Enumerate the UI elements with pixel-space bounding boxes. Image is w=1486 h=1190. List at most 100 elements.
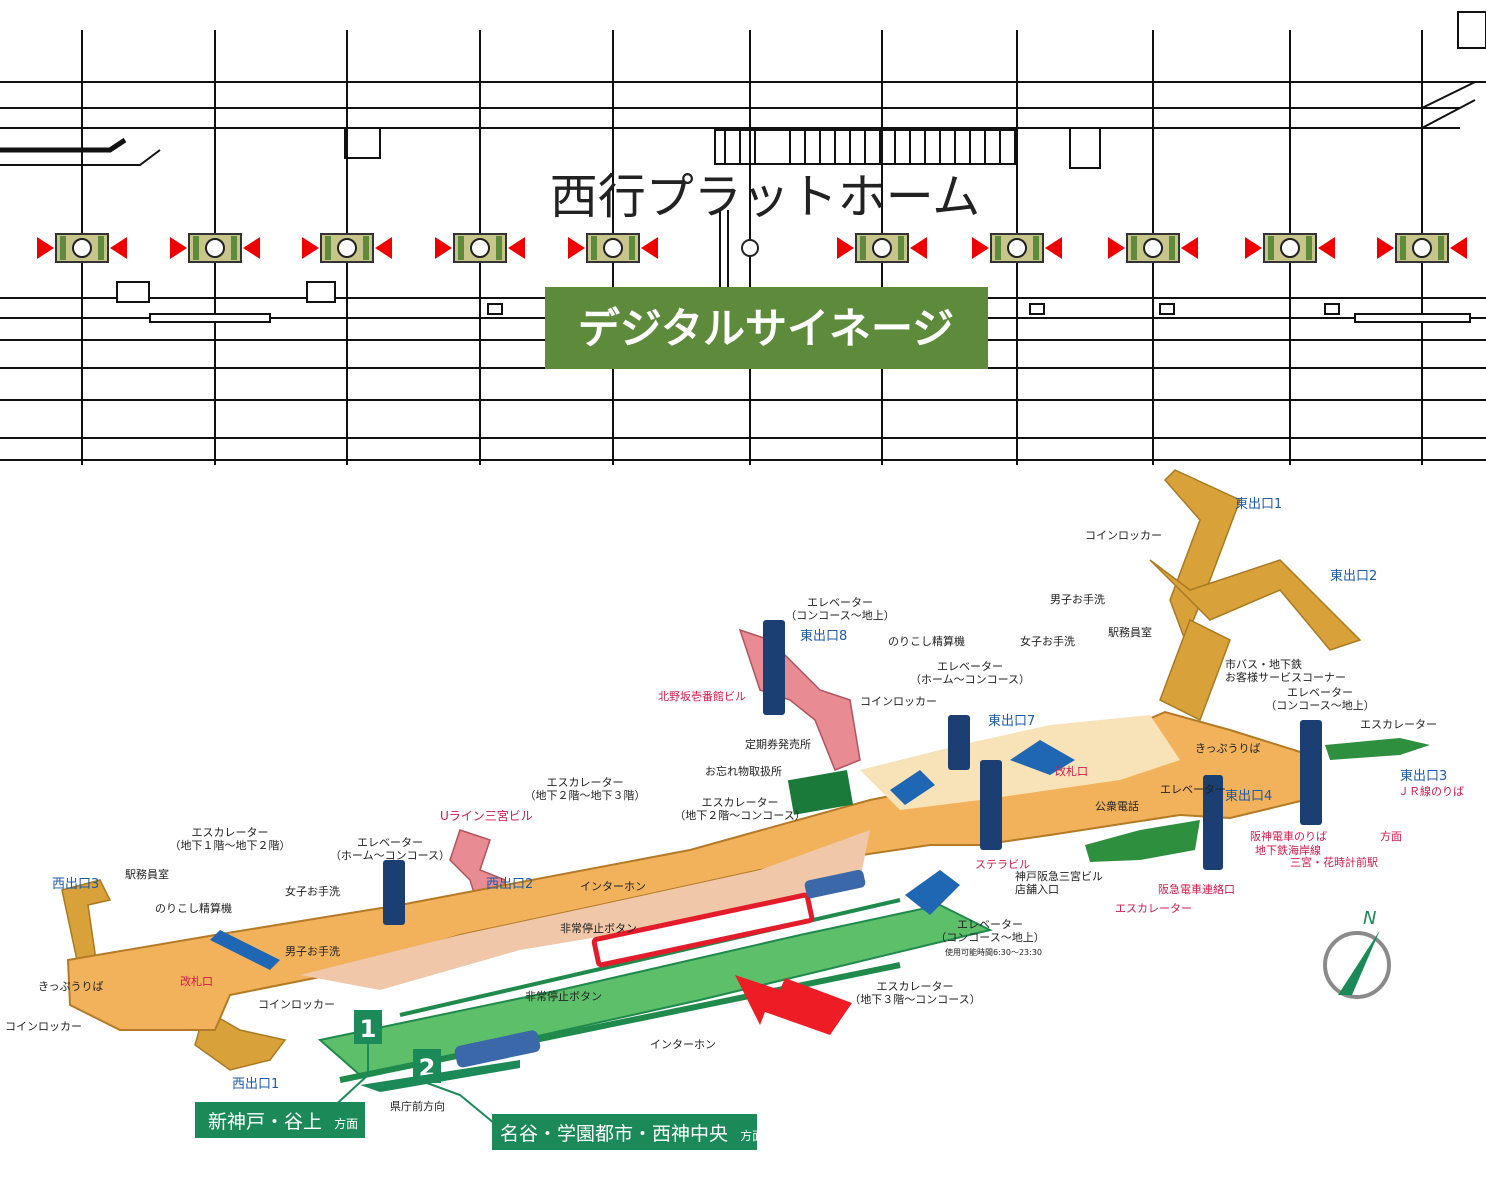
platform-1-marker: 1 — [354, 1010, 382, 1044]
label-tickets-e: きっぷうりば — [1195, 742, 1261, 755]
exit-east-7-label: 東出口7 — [988, 713, 1035, 729]
elevator-c — [980, 760, 1002, 850]
digital-signage-marker — [1377, 233, 1467, 263]
label-office-e: 駅務員室 — [1108, 625, 1152, 639]
label-men-e: 男子お手洗 — [1050, 592, 1105, 606]
label-locker-w: コインロッカー — [5, 1020, 82, 1033]
signage-label: デジタルサイネージ — [578, 304, 954, 353]
label-esc-e: エスカレーター — [1360, 718, 1437, 731]
digital-signage-marker — [1108, 233, 1198, 263]
signage-label-box — [545, 287, 988, 369]
elevator-n — [763, 620, 785, 715]
label-phone: 公衆電話 — [1095, 799, 1139, 813]
label-esc-b1-b2: エスカレーター（地下１階〜地下２階） — [170, 826, 291, 852]
platform-2-direction: 名谷・学園都市・西神中央 — [500, 1123, 728, 1145]
label-esc-b2-conc: エスカレーター（地下２階〜コンコース） — [674, 796, 805, 822]
label-elev-n: エレベーター（コンコース〜地上） — [785, 596, 894, 622]
label-jr: ＪＲ線のりば — [1398, 784, 1464, 798]
exit-east-2-label: 東出口2 — [1330, 568, 1377, 584]
digital-signage-marker — [972, 233, 1062, 263]
label-commuter: 定期券発売所 — [745, 737, 811, 751]
exit-east-8-label: 東出口8 — [800, 628, 847, 644]
digital-signage-marker — [837, 233, 927, 263]
north-compass: N — [1323, 908, 1391, 999]
lost-found-office — [787, 770, 854, 815]
elevator-w — [383, 860, 405, 925]
elevator-ne — [948, 715, 970, 770]
escalator-se-green — [1085, 820, 1200, 862]
platform-2-suffix: 方面 — [740, 1128, 764, 1143]
elevator-se — [1203, 775, 1223, 870]
column-marker — [741, 239, 759, 257]
train-2 — [804, 869, 866, 899]
platform-floor-plan: 西行プラットホーム デジタルサイネージ — [0, 11, 1486, 465]
label-lost-found: お忘れ物取扱所 — [705, 764, 782, 778]
label-esc-b3-conc: エスカレーター（地下３階〜コンコース） — [849, 980, 980, 1006]
label-locker-c: コインロッカー — [258, 998, 335, 1011]
digital-signage-marker — [568, 233, 658, 263]
elevators — [383, 620, 1322, 925]
escalator-w — [210, 930, 280, 970]
digital-signage-marker — [435, 233, 525, 263]
label-direction: 方面 — [1380, 829, 1402, 843]
label-fare-e: のりこし精算機 — [888, 634, 965, 648]
signage-row — [37, 233, 1467, 263]
digital-signage-marker — [1245, 233, 1335, 263]
label-elev-hours: 使用可能時間6:30〜23:30 — [945, 947, 1042, 957]
escalator-green — [1085, 738, 1430, 862]
signage-location-highlight — [591, 892, 815, 968]
exit-west-3-label: 西出口3 — [52, 877, 99, 892]
label-hankyu-bldg: 神戸阪急三宮ビル店舗入口 — [1015, 869, 1103, 896]
escalator-s — [905, 870, 960, 915]
escalator-ne — [1010, 740, 1075, 775]
label-emergency-1: 非常停止ボタン — [560, 921, 637, 935]
digital-signage-marker — [302, 233, 392, 263]
east-exit-2-route — [1149, 559, 1362, 651]
plan-furniture — [116, 281, 1471, 323]
label-fare-w: のりこし精算機 — [155, 901, 232, 915]
elevator-e — [1300, 720, 1322, 825]
direction-arrow-kencho — [360, 1060, 520, 1092]
label-women-e: 女子お手洗 — [1020, 634, 1075, 648]
pointer-arrow — [735, 975, 852, 1035]
digital-signage-marker — [37, 233, 127, 263]
exit-east-4-label: 東出口4 — [1225, 788, 1272, 804]
platform-2-banner — [492, 1114, 757, 1150]
track-upper — [399, 898, 901, 1017]
svg-text:名谷・学園都市・西神中央 方面: 名谷・学園都市・西神中央 方面 — [500, 1123, 764, 1145]
east-exit-1-route — [1163, 469, 1241, 643]
concourse-pink-zone — [300, 830, 870, 990]
label-elev-w: エレベーター（ホーム〜コンコース） — [330, 836, 450, 862]
label-elev-s: エレベーター（コンコース〜地上） — [935, 918, 1044, 944]
east-exit-route-b — [1159, 618, 1231, 722]
label-office-w: 駅務員室 — [125, 867, 169, 881]
label-elev-e: エレベーター — [1160, 783, 1226, 796]
label-elev-e-ground: エレベーター（コンコース〜地上） — [1265, 686, 1374, 712]
label-tickets-w: きっぷうりば — [38, 980, 104, 993]
label-hankyu-conn: 阪急電車連絡口 — [1158, 882, 1235, 896]
exit-west-1-label: 西出口1 — [232, 1077, 279, 1092]
exit-west-2-label: 西出口2 — [486, 877, 533, 892]
label-bus-service: 市バス・地下鉄お客様サービスコーナー — [1225, 657, 1346, 684]
west-exit-3-route — [61, 879, 112, 966]
svg-text:新神戸・谷上 方面: 新神戸・谷上 方面 — [208, 1111, 358, 1133]
label-locker-e: コインロッカー — [1085, 529, 1162, 542]
label-hanshin: 阪神電車のりば — [1250, 829, 1327, 843]
platform-1-direction: 新神戸・谷上 — [208, 1111, 322, 1133]
platform-title: 西行プラットホーム — [550, 169, 981, 225]
label-intercom-3: インターホン — [650, 1038, 716, 1051]
label-hanadokei: 三宮・花時計前駅 — [1290, 855, 1378, 869]
escalators — [210, 740, 1075, 970]
label-men-w: 男子お手洗 — [285, 944, 340, 958]
platform-1-banner — [195, 1102, 365, 1138]
escalator-n — [890, 770, 935, 805]
platform-1-suffix: 方面 — [334, 1116, 358, 1131]
exit-routes — [61, 469, 1362, 1071]
train-1 — [454, 1030, 541, 1068]
label-gate-e: 改札口 — [1055, 764, 1088, 778]
north-label: N — [1363, 908, 1376, 929]
label-kaigan: 地下鉄海岸線 — [1255, 843, 1321, 857]
exit-east-3-label: 東出口3 — [1400, 768, 1447, 784]
